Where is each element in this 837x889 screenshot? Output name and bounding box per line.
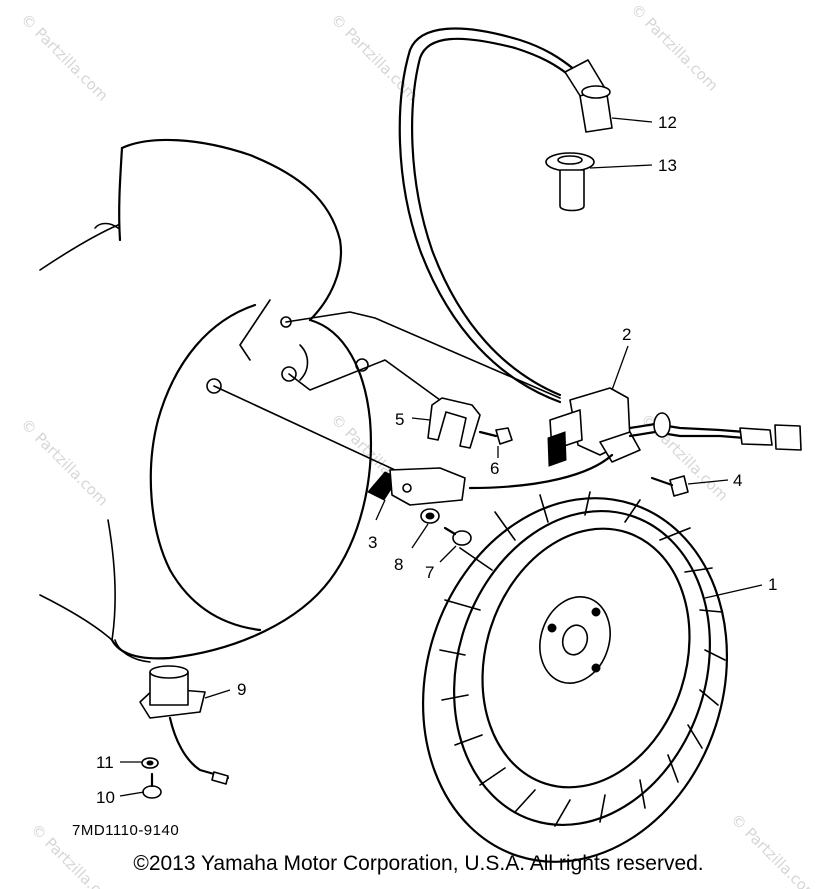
screw-10 — [142, 772, 162, 799]
callout-8: 8 — [394, 555, 403, 574]
plug-cap — [564, 59, 613, 133]
callout-11: 11 — [96, 753, 114, 772]
callout-6: 6 — [490, 459, 499, 478]
callout-4: 4 — [733, 471, 742, 490]
callout-3: 3 — [368, 533, 377, 552]
pulser-wire — [468, 453, 614, 490]
watermark: © Partzilla.com — [727, 810, 822, 889]
pulser-coil — [367, 467, 466, 506]
callout-12: 12 — [658, 113, 677, 132]
plug-seal — [545, 152, 595, 212]
flywheel — [421, 491, 729, 863]
callout-5: 5 — [395, 410, 404, 429]
high-tension-cable — [398, 27, 577, 404]
screw-7 — [443, 526, 472, 546]
coil-bracket — [427, 397, 481, 449]
copyright-notice: ©2013 Yamaha Motor Corporation, U.S.A. A… — [133, 852, 704, 875]
callout-leaders — [119, 117, 763, 797]
callout-1: 1 — [768, 575, 777, 594]
washer — [420, 508, 440, 524]
ignition-coil — [547, 387, 802, 467]
callout-10: 10 — [96, 788, 115, 807]
watermark: © Partzilla.com — [627, 0, 722, 95]
bolt-6 — [478, 427, 513, 445]
washer-11 — [141, 757, 159, 769]
bolt-4 — [650, 475, 689, 497]
sensor-switch — [139, 665, 230, 785]
engine-housing — [39, 138, 373, 663]
diagram-code: 7MD1110-9140 — [72, 822, 179, 839]
alignment-lines — [213, 311, 561, 471]
callout-9: 9 — [237, 680, 246, 699]
watermarks: © Partzilla.com © Partzilla.com © Partzi… — [17, 0, 822, 889]
callout-13: 13 — [658, 156, 677, 175]
watermark: © Partzilla.com — [17, 415, 112, 510]
watermark: © Partzilla.com — [17, 10, 112, 105]
callout-7: 7 — [425, 563, 434, 582]
callout-2: 2 — [622, 325, 631, 344]
callout-numbers: 1 2 3 4 5 6 7 8 9 10 11 12 13 — [96, 113, 777, 807]
